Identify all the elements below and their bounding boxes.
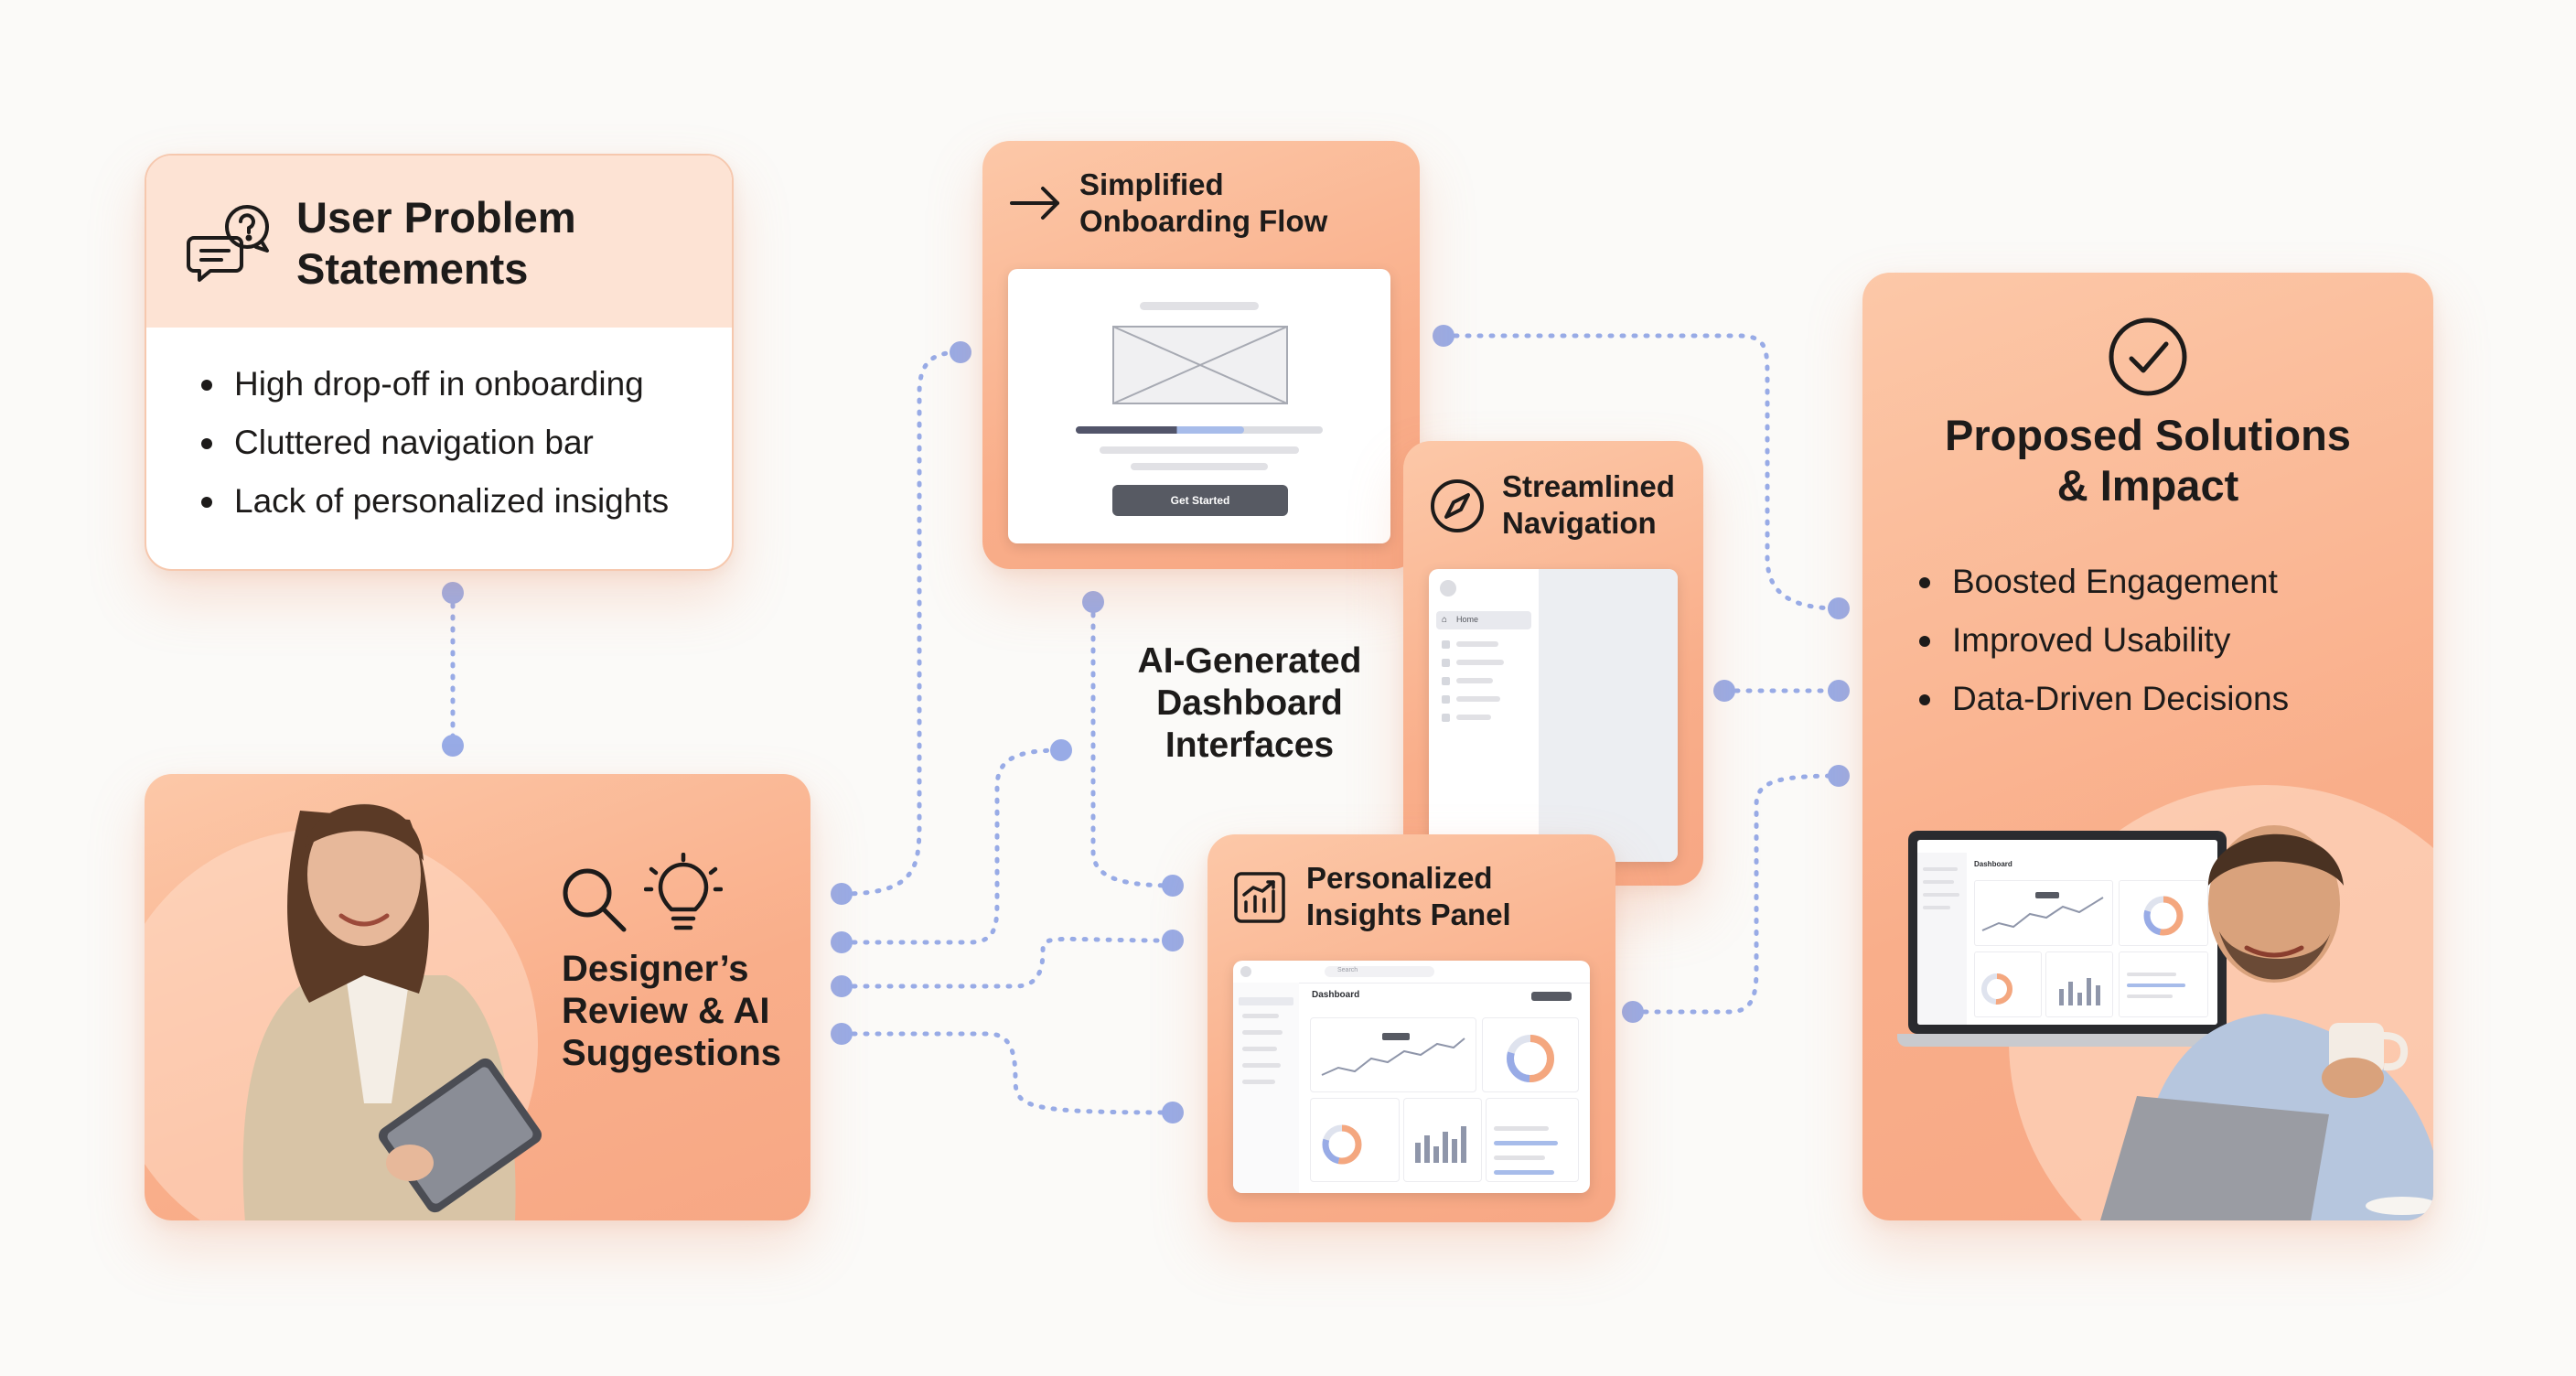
laptop-screen: Dashboard — [1917, 840, 2217, 1025]
onboarding-mockup: Get Started — [1008, 269, 1390, 543]
solution-item: Boosted Engagement — [1914, 553, 2289, 611]
solution-item: Data-Driven Decisions — [1914, 670, 2289, 728]
get-started-button[interactable]: Get Started — [1112, 485, 1288, 516]
dash-bar-panel — [1403, 1098, 1482, 1182]
onboarding-card: Simplified Onboarding Flow Get Started — [982, 141, 1420, 569]
problem-item: High drop-off in onboarding — [196, 355, 669, 414]
dash-title: Dashboard — [1312, 990, 1360, 1000]
problem-list: High drop-off in onboarding Cluttered na… — [196, 355, 669, 531]
solutions-card-title: Proposed Solutions & Impact — [1945, 411, 2351, 511]
nav-item-home-label: Home — [1456, 615, 1479, 624]
problem-card-header — [146, 156, 732, 328]
problem-card-title: User Problem Statements — [296, 193, 576, 294]
nav-item-home[interactable]: ⌂ Home — [1436, 611, 1531, 629]
compass-icon — [1431, 479, 1484, 532]
lightbulb-icon — [644, 853, 723, 930]
home-icon: ⌂ — [1442, 615, 1448, 625]
dash-line-chart-panel — [1310, 1017, 1476, 1092]
insights-card: Personalized Insights Panel Search Dashb… — [1208, 834, 1615, 1222]
dash-action-button[interactable] — [1531, 992, 1572, 1001]
arrow-right-icon — [1010, 187, 1059, 220]
ai-dashboard-label: AI-Generated Dashboard Interfaces — [1137, 641, 1362, 766]
mock-text-line — [1131, 463, 1268, 470]
insights-dashboard-mockup: Search Dashboard — [1233, 961, 1590, 1193]
dash-sidebar — [1233, 983, 1299, 1193]
problem-item: Cluttered navigation bar — [196, 414, 669, 472]
dash-search-input[interactable]: Search — [1325, 966, 1434, 977]
speech-bubbles-question-icon — [187, 205, 269, 282]
man-photo — [2100, 825, 2433, 1220]
designer-photo — [242, 803, 542, 1220]
dash-list-panel — [1486, 1098, 1579, 1182]
laptop: Dashboard — [1897, 831, 2238, 1050]
insights-card-title: Personalized Insights Panel — [1306, 861, 1511, 931]
mock-heading-line — [1140, 302, 1259, 310]
dash-topbar — [1233, 961, 1590, 984]
laptop-dashboard-title: Dashboard — [1974, 860, 2012, 868]
navigation-mockup: ⌂ Home — [1429, 569, 1678, 862]
nav-mock-avatar — [1440, 580, 1456, 597]
dash-small-donut-panel — [1310, 1098, 1400, 1182]
problem-statements-card: User Problem Statements High drop-off in… — [145, 154, 734, 571]
dash-avatar — [1240, 966, 1251, 977]
check-circle-icon — [2109, 317, 2187, 396]
dash-donut-panel — [1482, 1017, 1579, 1092]
magnifier-icon — [563, 868, 627, 932]
image-placeholder — [1112, 326, 1288, 404]
nav-mock-content-area — [1539, 569, 1678, 862]
navigation-card-title: Streamlined Navigation — [1502, 469, 1675, 540]
solutions-card: Proposed Solutions & Impact Boosted Enga… — [1862, 273, 2433, 1220]
designer-card-title: Designer’s Review & AI Suggestions — [562, 949, 782, 1073]
solutions-list: Boosted Engagement Improved Usability Da… — [1914, 553, 2289, 728]
mock-text-line — [1100, 446, 1299, 454]
problem-item: Lack of personalized insights — [196, 472, 669, 531]
progress-fill — [1076, 426, 1244, 434]
navigation-card: Streamlined Navigation ⌂ Home — [1403, 441, 1703, 886]
designer-review-card: Designer’s Review & AI Suggestions — [145, 774, 810, 1220]
onboarding-card-title: Simplified Onboarding Flow — [1079, 167, 1328, 238]
chart-growth-icon — [1234, 872, 1285, 923]
solution-item: Improved Usability — [1914, 611, 2289, 670]
